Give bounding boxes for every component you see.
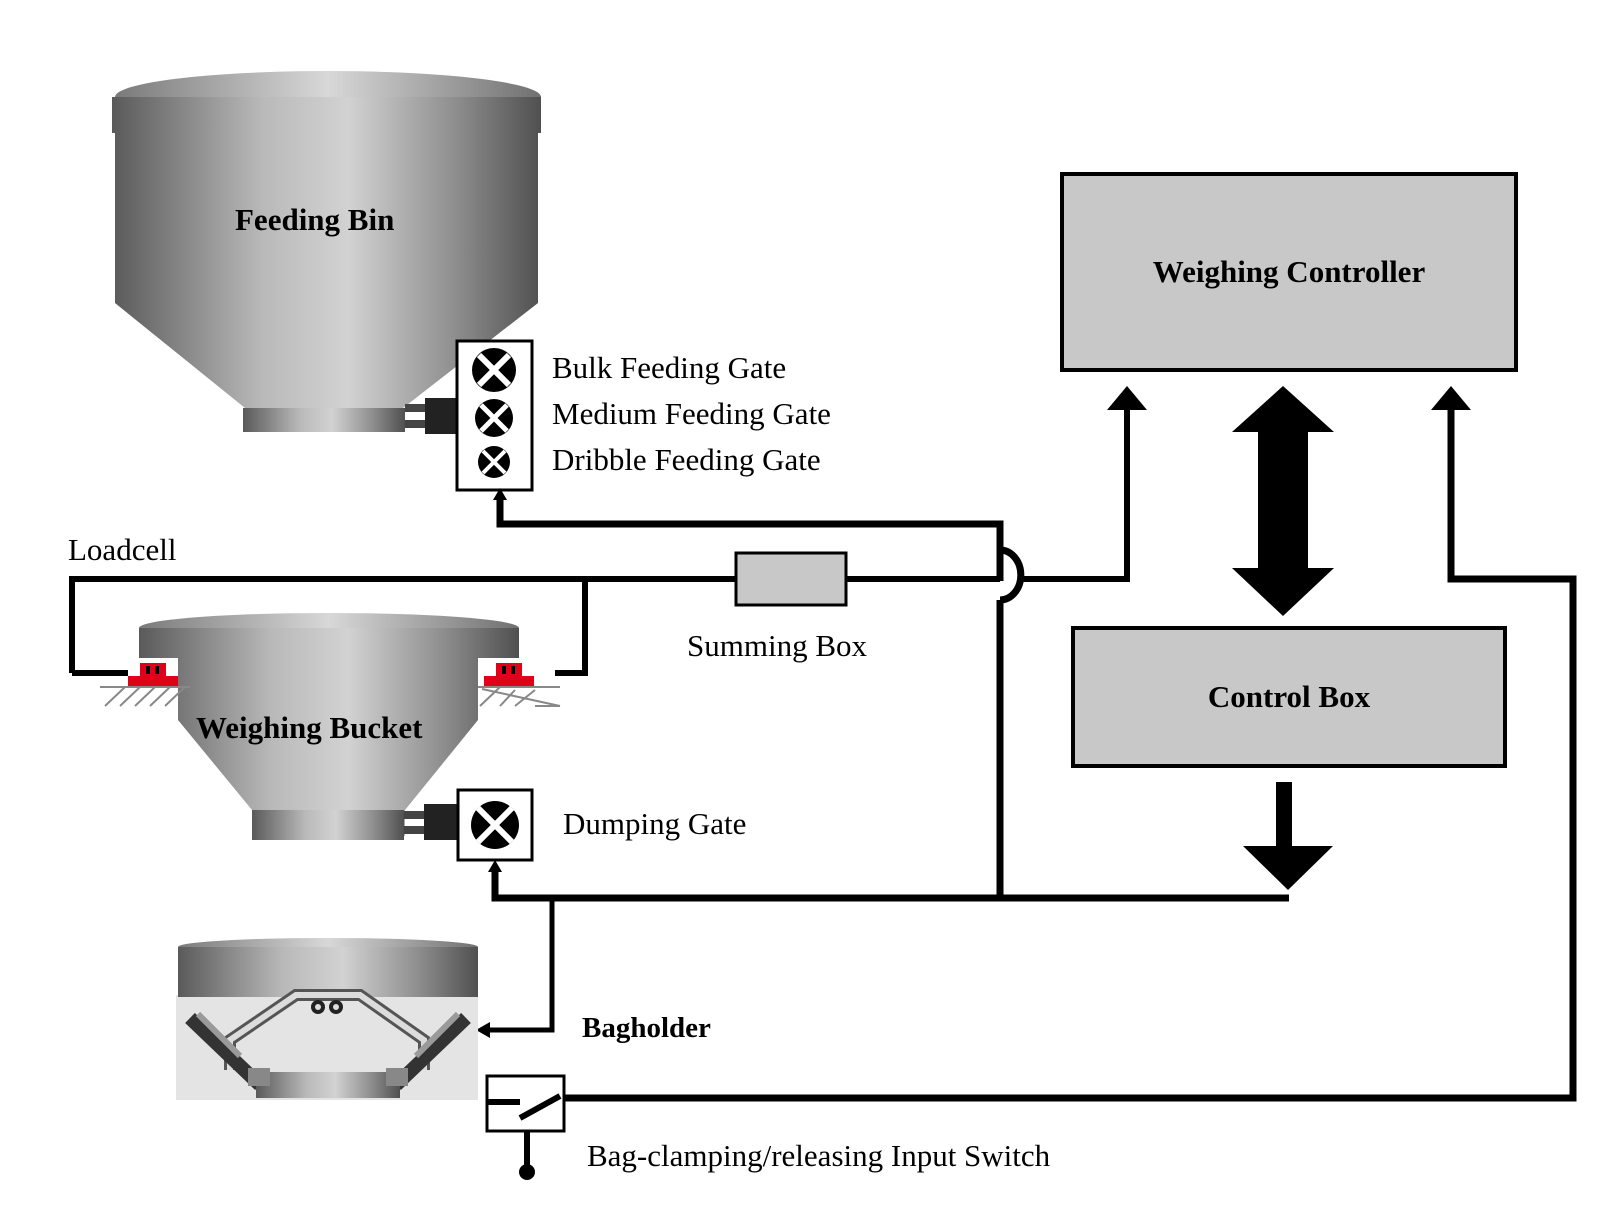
feeding-bin-body xyxy=(112,97,541,428)
feeding-bin-outlet xyxy=(243,408,405,432)
loadcell-left xyxy=(100,663,190,707)
summing-arrowhead xyxy=(1107,386,1147,410)
weighing-controller-box: Weighing Controller xyxy=(1060,172,1518,372)
double-arrow-icon xyxy=(1232,386,1334,616)
summing-box-shape xyxy=(734,551,848,607)
signal-wires xyxy=(69,386,1577,1102)
switch-arrowhead xyxy=(1431,386,1471,410)
weighing-bucket-label: Weighing Bucket xyxy=(196,710,423,745)
bagholder-image xyxy=(176,938,478,1100)
dribble-gate-icon xyxy=(478,446,510,478)
feeding-bin-label: Feeding Bin xyxy=(235,202,395,237)
wire-crossover xyxy=(999,546,1025,604)
weighing-controller-label: Weighing Controller xyxy=(1152,254,1426,289)
down-arrow-icon xyxy=(1243,782,1333,890)
medium-gate-label: Medium Feeding Gate xyxy=(552,396,831,431)
feeding-gates xyxy=(455,339,534,492)
bulk-gate-icon xyxy=(472,348,516,392)
bagholder-wire xyxy=(487,898,555,1033)
medium-gate-icon xyxy=(475,399,513,437)
bagholder-arrowhead xyxy=(476,1022,490,1038)
dump-gate-wire xyxy=(491,866,1000,902)
bagholder-label: Bagholder xyxy=(582,1012,711,1044)
input-switch-icon xyxy=(485,1074,566,1180)
control-box-label: Control Box xyxy=(1207,679,1371,714)
loadcell-right xyxy=(478,663,561,707)
feed-gate-arrowhead xyxy=(493,488,507,500)
control-box: Control Box xyxy=(1071,626,1507,768)
input-switch-label: Bag-clamping/releasing Input Switch xyxy=(587,1138,1051,1173)
weighing-bucket xyxy=(139,613,519,840)
summing-to-controller-wire xyxy=(1020,407,1130,582)
summing-box-label: Summing Box xyxy=(687,628,868,663)
feeding-bin xyxy=(112,71,541,434)
switch-to-controller-wire xyxy=(560,407,1577,1102)
weighing-bucket-outlet xyxy=(252,810,404,840)
loadcell-label: Loadcell xyxy=(68,532,177,567)
dribble-gate-label: Dribble Feeding Gate xyxy=(552,442,821,477)
dumping-gate-label: Dumping Gate xyxy=(563,806,747,841)
dumping-gate xyxy=(456,788,534,862)
dump-gate-arrowhead xyxy=(488,860,502,872)
bulk-gate-label: Bulk Feeding Gate xyxy=(552,350,787,385)
dumping-gate-icon xyxy=(471,801,519,849)
weighing-bucket-body xyxy=(139,628,519,836)
